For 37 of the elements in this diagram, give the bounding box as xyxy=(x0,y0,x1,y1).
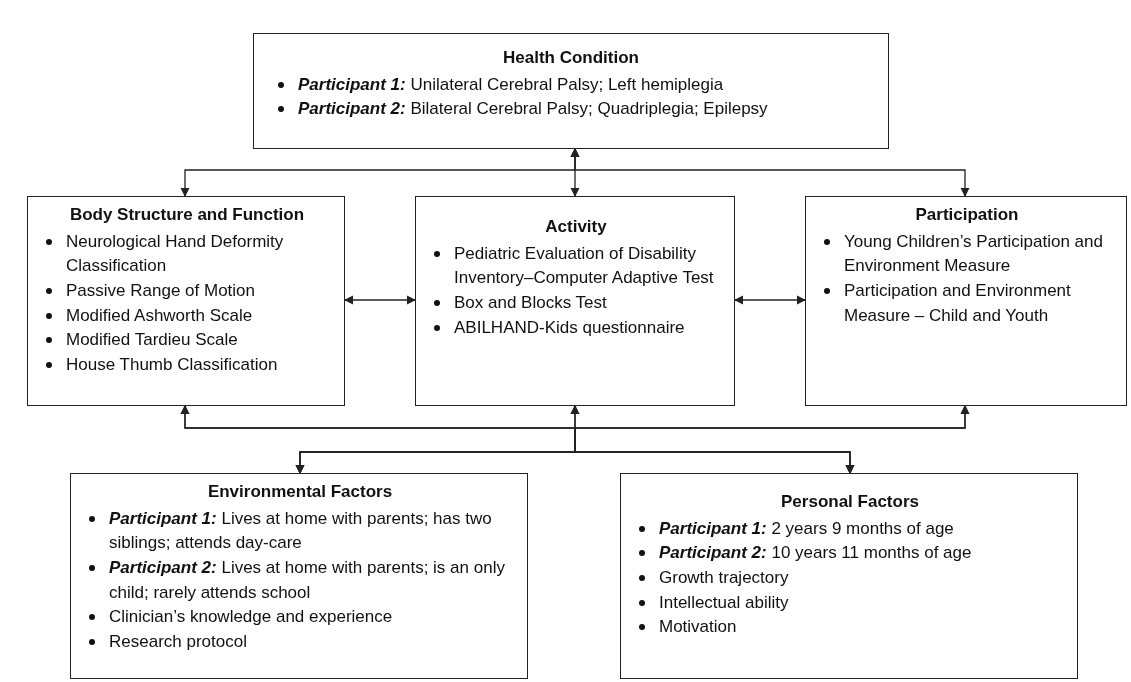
bullet-item: Clinician’s knowledge and experience xyxy=(109,606,393,629)
bullet-item: Modified Ashworth Scale xyxy=(66,304,253,327)
framework-box xyxy=(805,196,1127,406)
connector-arrow xyxy=(570,148,970,197)
bullet-item: Modified Tardieu Scale xyxy=(66,329,238,352)
bullet-item: Participant 2: 10 years 11 months of age xyxy=(659,542,972,565)
framework-box xyxy=(27,196,345,406)
bullet-item: Participant 1: 2 years 9 months of age xyxy=(659,517,954,540)
framework-box xyxy=(253,33,889,149)
bullet-item: Pediatric Evaluation of Disability Inventory–Computer Adaptive Test xyxy=(454,242,715,290)
framework-box xyxy=(620,473,1078,679)
framework-box xyxy=(415,196,735,406)
bullet-item: Passive Range of Motion xyxy=(66,279,255,302)
bullet-item: House Thumb Classification xyxy=(66,353,278,376)
box-heading: Health Condition xyxy=(502,47,640,69)
bullet-item: Participation and Environment Measure – Child and Youth xyxy=(844,279,1072,327)
bullet-item: Intellectual ability xyxy=(659,591,789,614)
bullet-item: ABILHAND-Kids questionnaire xyxy=(454,316,685,339)
connector-arrow xyxy=(734,295,806,305)
bullet-item: Participant 2: Lives at home with parents; is an only child; rarely attends school xyxy=(109,556,506,604)
bullet-item: Participant 1: Lives at home with parents; has two siblings; attends day-care xyxy=(109,507,493,555)
connector-arrow xyxy=(574,405,970,474)
connector-arrow xyxy=(344,295,416,305)
framework-box xyxy=(70,473,528,679)
box-heading: Personal Factors xyxy=(780,491,920,513)
bullet-item: Young Children’s Participation and Environment Measure xyxy=(844,230,1104,278)
bullet-item: Research protocol xyxy=(109,630,247,653)
box-heading: Body Structure and Function xyxy=(68,204,306,226)
bullet-item: Box and Blocks Test xyxy=(454,291,607,314)
bullet-item: Growth trajectory xyxy=(659,566,789,589)
bullet-item: Participant 2: Bilateral Cerebral Palsy; Quadriplegia; Epilepsy xyxy=(298,98,768,121)
box-heading: Environmental Factors xyxy=(206,481,394,503)
bullet-item: Motivation xyxy=(659,616,737,639)
box-heading: Activity xyxy=(544,216,608,238)
bullet-item: Neurological Hand Deformity Classification xyxy=(66,230,285,278)
bullet-item: Participant 1: Unilateral Cerebral Palsy; Left hemiplegia xyxy=(298,73,724,96)
box-heading: Participation xyxy=(914,204,1020,226)
